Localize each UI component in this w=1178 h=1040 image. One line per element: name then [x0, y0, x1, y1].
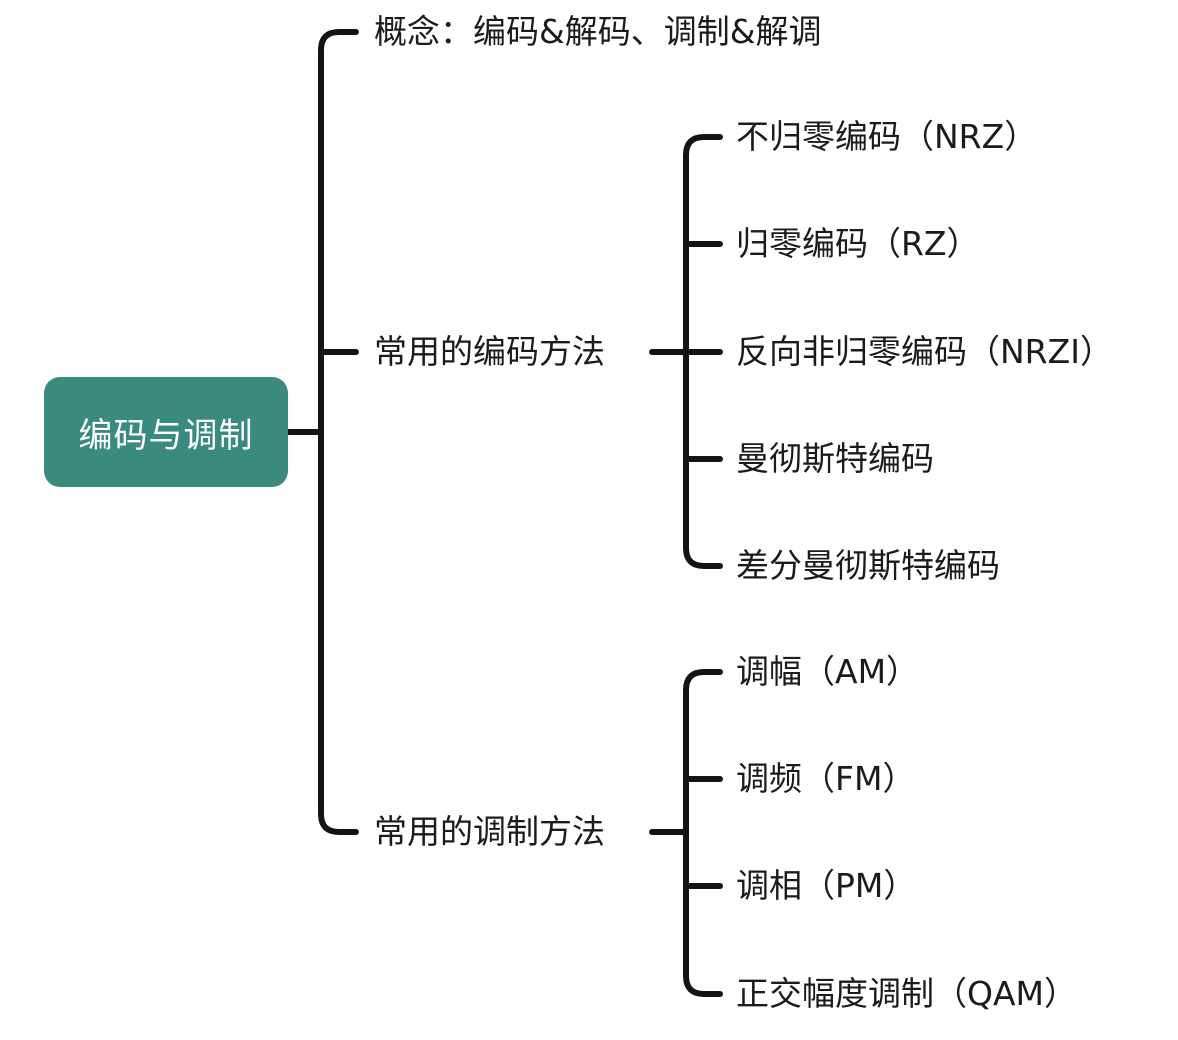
leaf-nrzi-label: 反向非归零编码（NRZI）	[736, 332, 1113, 371]
leaf-manchester-label: 曼彻斯特编码	[736, 439, 934, 478]
root-node: 编码与调制	[44, 377, 288, 487]
root-label: 编码与调制	[78, 415, 254, 456]
modulation-connector-trunk	[683, 669, 723, 997]
leaf-rz-label: 归零编码（RZ）	[736, 224, 980, 263]
branch-encoding-methods-label: 常用的编码方法	[374, 332, 605, 371]
leaf-pm-label: 调相（PM）	[736, 866, 917, 905]
leaf-differential-manchester-label: 差分曼彻斯特编码	[736, 546, 1000, 585]
root-connector-trunk	[318, 29, 359, 835]
leaf-am-label: 调幅（AM）	[736, 652, 920, 691]
leaf-fm-label: 调频（FM）	[736, 759, 916, 798]
branch-modulation-methods-label: 常用的调制方法	[374, 812, 605, 851]
branch-concept-label: 概念：编码&解码、调制&解调	[374, 12, 822, 51]
leaf-nrz-label: 不归零编码（NRZ）	[736, 117, 1038, 156]
leaf-qam-label: 正交幅度调制（QAM）	[736, 974, 1078, 1013]
